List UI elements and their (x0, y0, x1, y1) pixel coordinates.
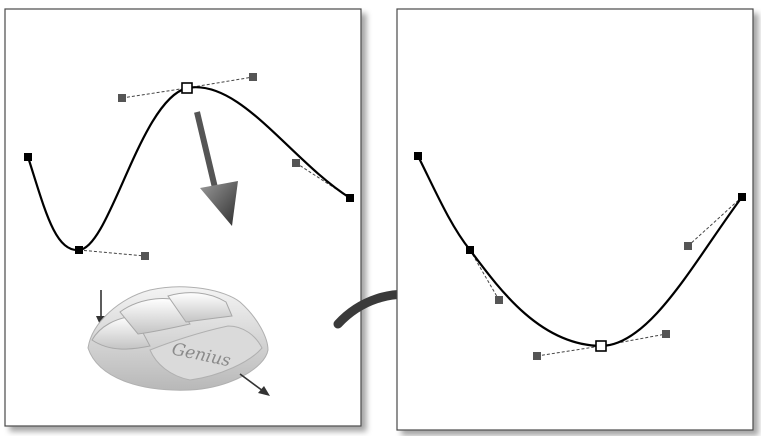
control-point[interactable] (292, 159, 300, 167)
handle-line (78, 249, 146, 257)
handle-line (687, 196, 743, 247)
bezier-curve[interactable] (26, 86, 351, 252)
handle-line (536, 345, 602, 357)
control-point[interactable] (141, 252, 149, 260)
bezier-curve[interactable] (417, 155, 743, 348)
arrow-down-right-icon (194, 111, 238, 226)
anchor-point[interactable] (346, 194, 354, 202)
anchor-point[interactable] (24, 153, 32, 161)
control-point[interactable] (118, 94, 126, 102)
control-point[interactable] (684, 242, 692, 250)
after-panel-frame (396, 8, 754, 431)
anchor-point[interactable] (738, 193, 746, 201)
anchor-point[interactable] (414, 152, 422, 160)
anchor-point[interactable] (75, 246, 83, 254)
anchor-point[interactable] (466, 246, 474, 254)
control-point[interactable] (533, 352, 541, 360)
handle-line (121, 87, 188, 99)
selected-anchor-point[interactable] (595, 340, 607, 352)
arrow-down-right-icon (239, 373, 264, 392)
after-panel (396, 8, 754, 431)
selected-anchor-point[interactable] (181, 82, 193, 94)
control-point[interactable] (495, 296, 503, 304)
control-point[interactable] (249, 73, 257, 81)
control-point[interactable] (662, 330, 670, 338)
before-panel: Genius (4, 8, 362, 427)
mouse-icon: Genius (87, 286, 270, 396)
handle-line (295, 162, 351, 199)
